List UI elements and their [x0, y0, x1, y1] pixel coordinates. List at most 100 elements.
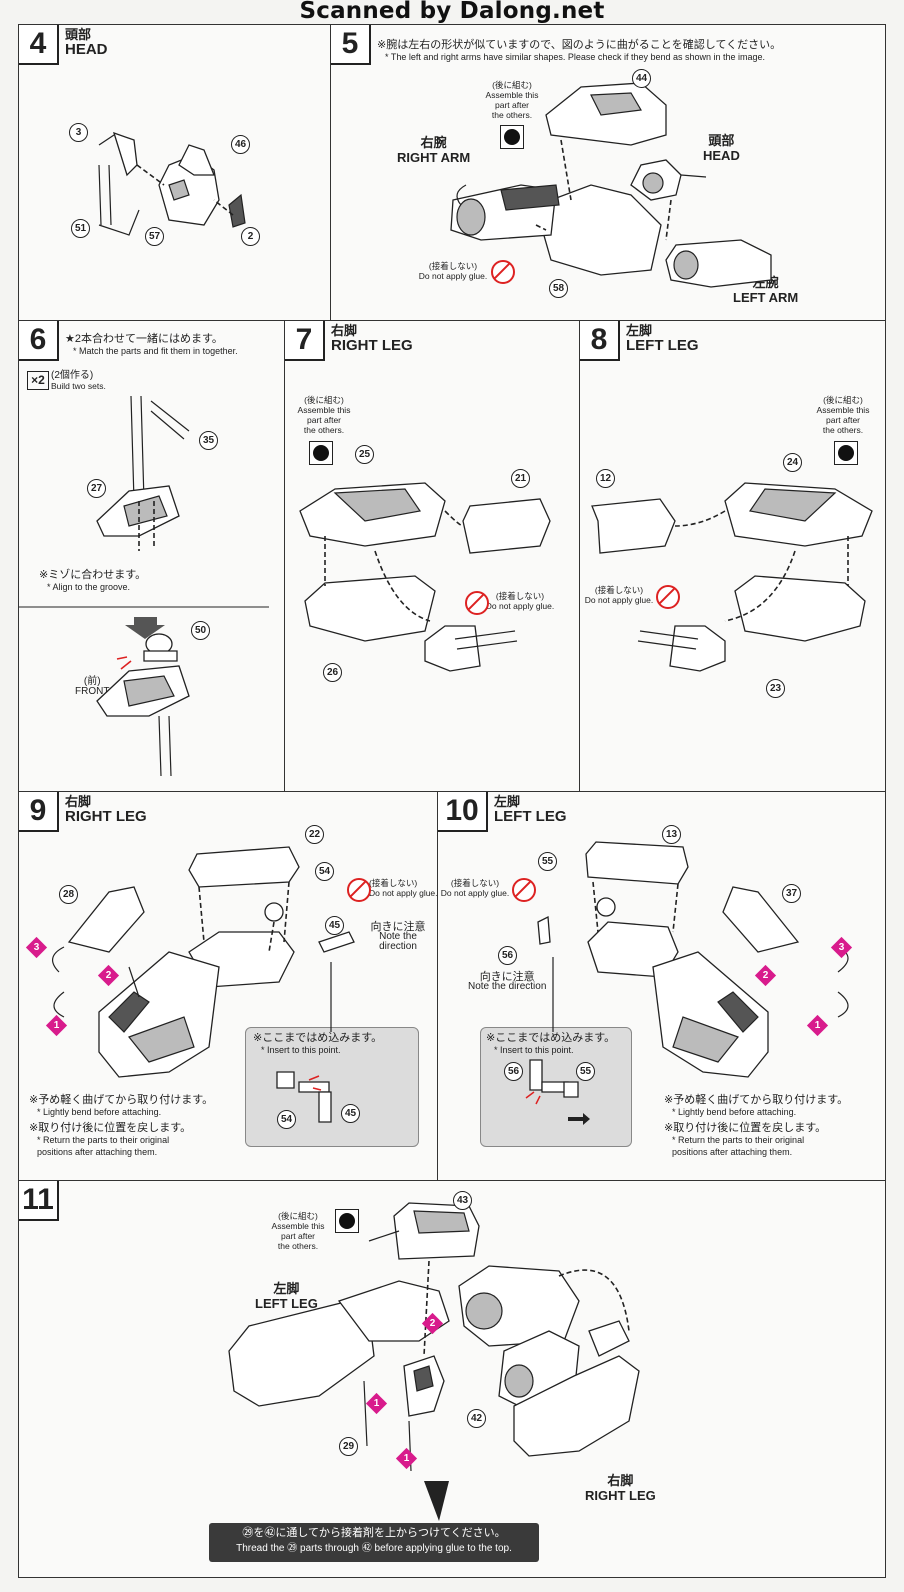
build-two-sets-badge: ×2: [27, 371, 49, 390]
assemble-later-icon: [309, 441, 333, 465]
part-label: 22: [305, 825, 324, 844]
part-label: 28: [59, 885, 78, 904]
part-label: 29: [339, 1437, 358, 1456]
part-label: 54: [315, 862, 334, 881]
step-note: ★2本合わせて一緒にはめます。* Match the parts and fit…: [65, 333, 238, 356]
insert-detail-inset: [245, 1027, 419, 1147]
right-leg-diagram: [299, 482, 551, 672]
step-marker: 3: [830, 936, 853, 959]
part-label: 56: [498, 946, 517, 965]
part-label: 45: [325, 916, 344, 935]
panel-step-6: 6 ★2本合わせて一緒にはめます。* Match the parts and f…: [18, 320, 285, 792]
step-marker: 2: [97, 964, 120, 987]
head-diagram: [98, 131, 246, 236]
step-number: 9: [19, 792, 59, 832]
part-label: 46: [231, 135, 250, 154]
assemble-later-icon: [834, 441, 858, 465]
no-glue-icon: [347, 878, 371, 902]
part-label: 12: [596, 469, 615, 488]
part-label: 51: [71, 219, 90, 238]
no-glue-note: (接着しない)Do not apply glue.: [418, 261, 488, 281]
no-glue-note: (接着しない)Do not apply glue.: [369, 878, 438, 898]
step-note: ※腕は左右の形状が似ていますので、図のように曲がることを確認してください。* T…: [377, 39, 782, 62]
no-glue-icon: [491, 260, 515, 284]
part-label: 13: [662, 825, 681, 844]
part-label: 24: [783, 453, 802, 472]
part-label: 57: [145, 227, 164, 246]
left-leg-shin-diagram: [525, 841, 849, 1125]
step-number: 4: [19, 25, 59, 65]
part-label: 55: [576, 1062, 595, 1081]
part-label: 43: [453, 1191, 472, 1210]
bend-note: ※予め軽く曲げてから取り付けます。* Lightly bend before a…: [29, 1094, 214, 1117]
step-number: 7: [285, 321, 325, 361]
return-note: ※取り付け後に位置を戻します。* Return the parts to the…: [664, 1122, 827, 1157]
part-label: 3: [69, 123, 88, 142]
assemble-later-icon: [335, 1209, 359, 1233]
step-marker: 2: [754, 964, 777, 987]
part-label: 58: [549, 279, 568, 298]
step-number: 10: [438, 792, 488, 832]
no-glue-icon: [465, 591, 489, 615]
no-glue-note: (接着しない)Do not apply glue.: [584, 585, 654, 605]
assemble-later-icon: [500, 125, 524, 149]
part-label: 27: [87, 479, 106, 498]
watermark: Scanned by Dalong.net: [299, 0, 605, 24]
step-number: 6: [19, 321, 59, 361]
part-label: 21: [511, 469, 530, 488]
step-marker: 1: [365, 1392, 388, 1415]
part-label: 44: [632, 69, 651, 88]
frame-diagram: [19, 395, 269, 777]
part-label: 42: [467, 1409, 486, 1428]
thread-instruction-bar: ㉙を㊷に通してから接着剤を上からつけてください。Thread the ㉙ par…: [209, 1523, 539, 1562]
part-label: 37: [782, 884, 801, 903]
step-marker: 2: [421, 1312, 444, 1335]
no-glue-note: (接着しない)Do not apply glue.: [485, 591, 555, 611]
left-leg-diagram: [591, 482, 873, 672]
front-label: (前)FRONT: [75, 676, 110, 697]
groove-note: ※ミゾに合わせます。* Align to the groove.: [39, 569, 147, 592]
part-label: 23: [766, 679, 785, 698]
build-two-sets-note: (2個作る)Build two sets.: [51, 370, 106, 392]
step-marker: 1: [806, 1014, 829, 1037]
part-label: 55: [538, 852, 557, 871]
step-marker: 1: [395, 1447, 418, 1470]
part-label: 56: [504, 1062, 523, 1081]
step-marker: 1: [45, 1014, 68, 1037]
bend-note: ※予め軽く曲げてから取り付けます。* Lightly bend before a…: [664, 1094, 849, 1117]
no-glue-icon: [656, 585, 680, 609]
final-assembly-diagram: [228, 1202, 640, 1521]
no-glue-icon: [512, 878, 536, 902]
arms-diagram: [450, 82, 772, 288]
part-label: 50: [191, 621, 210, 640]
right-leg-shin-diagram: [52, 846, 355, 1123]
return-note: ※取り付け後に位置を戻します。* Return the parts to the…: [29, 1122, 192, 1157]
part-label: 54: [277, 1110, 296, 1129]
part-label: 25: [355, 445, 374, 464]
step-number: 11: [19, 1181, 59, 1221]
insert-note: ※ここまではめ込みます。* Insert to this point.: [486, 1032, 616, 1055]
no-glue-note: (接着しない)Do not apply glue.: [440, 878, 510, 898]
step-number: 5: [331, 25, 371, 65]
step-marker: 3: [25, 936, 48, 959]
